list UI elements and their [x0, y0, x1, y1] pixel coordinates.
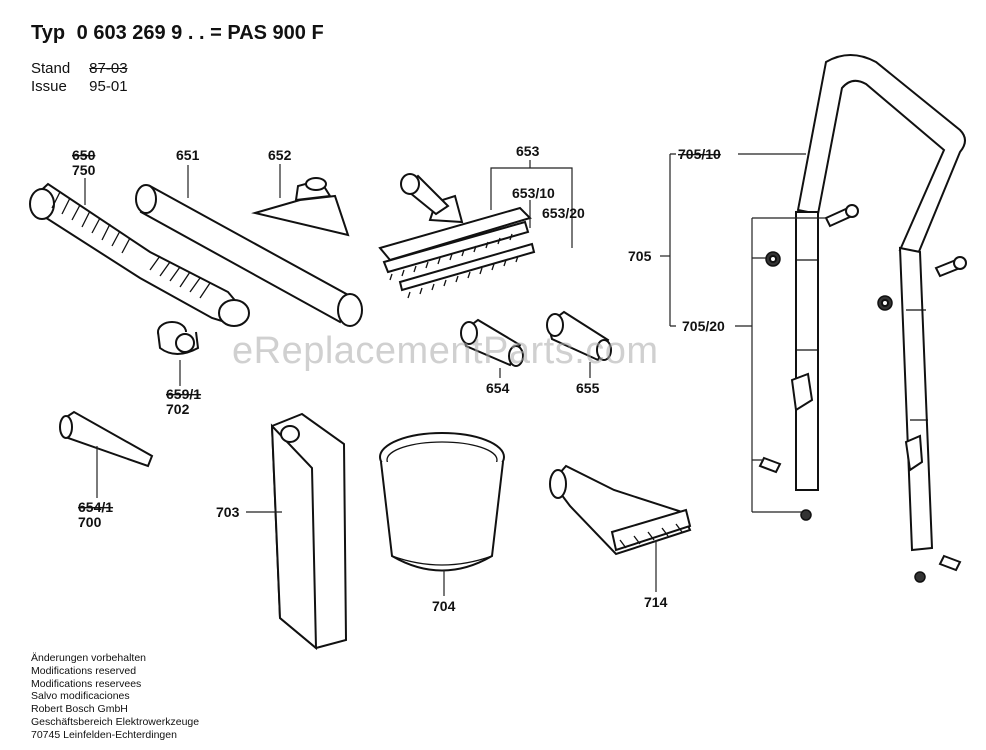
footer-line: Modifications reserved: [31, 664, 137, 677]
round-nozzle-654-icon: [460, 318, 524, 367]
part-label-653: 653: [516, 143, 540, 159]
part-label-659-1: 659/1: [166, 386, 201, 402]
leader-line: [751, 217, 826, 513]
leader-line: [669, 153, 676, 327]
footer-line: 70745 Leinfelden-Echterdingen: [31, 728, 177, 741]
part-label-655: 655: [576, 380, 600, 396]
part-label-653-10: 653/10: [512, 185, 555, 201]
hose-part-icon: [29, 182, 250, 327]
dirt-bucket-icon: [379, 432, 505, 572]
footer-line: Änderungen vorbehalten: [31, 652, 147, 664]
filter-bag-icon: [270, 412, 348, 651]
stand-label: Stand: [31, 60, 71, 77]
footer-line: Robert Bosch GmbH: [31, 703, 128, 716]
typ-number: 0 603 269 9 . .: [76, 22, 205, 44]
issue-value: 95-01: [89, 78, 128, 95]
screw-icon: [758, 204, 967, 572]
part-label-705-10: 705/10: [678, 146, 721, 162]
part-label-654-1: 654/1: [78, 499, 113, 515]
issue-row: Issue 95-01: [31, 78, 128, 95]
wide-nozzle-icon: [549, 464, 692, 556]
watermark-text: eReplacementParts.com: [232, 330, 659, 372]
part-label-702: 702: [166, 401, 190, 417]
part-label-650: 650: [72, 147, 96, 163]
handle-frame-icon: [790, 54, 966, 552]
part-label-704: 704: [432, 598, 456, 614]
tube-part-icon: [135, 184, 363, 327]
part-label-651: 651: [176, 147, 200, 163]
floor-nozzle-icon: [251, 177, 350, 237]
crevice-tool-icon: [59, 410, 154, 468]
part-label-653-20: 653/20: [542, 205, 585, 221]
footer-line: Geschäftsbereich Elektrowerkzeuge: [31, 715, 200, 728]
footer-line: Modifications reservees: [31, 677, 142, 690]
stand-row: Stand 87-03: [31, 60, 128, 77]
nut-icon: [765, 251, 926, 583]
equals-sign: =: [210, 22, 222, 44]
part-label-652: 652: [268, 147, 292, 163]
model-name: PAS 900 F: [227, 22, 324, 44]
part-label-700: 700: [78, 514, 102, 530]
part-label-703: 703: [216, 504, 240, 520]
stand-value: 87-03: [89, 60, 128, 77]
part-label-654: 654: [486, 380, 510, 396]
page-title: Typ 0 603 269 9 . . = PAS 900 F: [31, 22, 324, 45]
issue-label: Issue: [31, 78, 67, 95]
part-label-714: 714: [644, 594, 668, 610]
part-label-705: 705: [628, 248, 652, 264]
adapter-ring-icon: [157, 321, 200, 355]
footer-line: Salvo modificaciones: [31, 690, 130, 703]
round-nozzle-655-icon: [546, 310, 612, 362]
floor-brush-icon: [378, 173, 536, 299]
footer-notes: Änderungen vorbehalten Modifications res…: [31, 652, 199, 742]
typ-label: Typ: [31, 22, 66, 44]
part-label-750: 750: [72, 162, 96, 178]
leader-line: [490, 167, 573, 248]
part-label-705-20: 705/20: [682, 318, 725, 334]
